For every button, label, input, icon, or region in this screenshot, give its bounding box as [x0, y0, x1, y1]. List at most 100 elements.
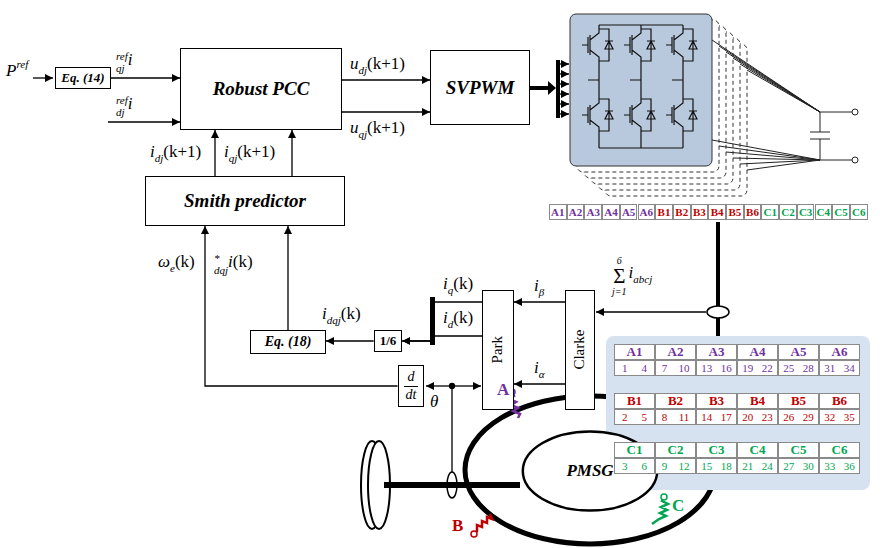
signal-label: idqj(k) [322, 304, 361, 327]
text-label: 33 [824, 460, 835, 472]
text-label: i [224, 142, 229, 161]
text-label: dqj [327, 314, 341, 326]
table-number-cell: 36 [614, 458, 655, 474]
text-label: ref [116, 95, 128, 107]
sequence-cell: C4 [815, 204, 833, 220]
node-text-wrap: Robust PCC [213, 78, 310, 100]
text-label: C4 [817, 206, 830, 218]
text-label: 24 [762, 460, 773, 472]
transform-box: Clarke [565, 290, 594, 410]
text-label: A5 [622, 206, 635, 218]
signal-label: Pref [6, 58, 28, 81]
table-header-cell: A5 [778, 344, 819, 360]
node-text-wrap: ddt [404, 369, 419, 402]
text-label: dqj [214, 265, 228, 277]
text-label: (k) [175, 252, 195, 271]
text-label: 10 [678, 362, 689, 374]
node-text-wrap: 1/6 [380, 334, 397, 349]
text-label: 7 [662, 362, 668, 374]
generator-drawing [361, 389, 715, 544]
signal-label: id(k) [443, 308, 473, 331]
controller-box: Robust PCC [180, 48, 342, 130]
text-label: 23 [762, 411, 773, 423]
node-label: PMSG [566, 461, 613, 481]
text-label: 15 [701, 460, 712, 472]
signal-label: uqj(k+1) [350, 118, 405, 141]
sequence-cell: C2 [779, 204, 797, 220]
text-label: 5 [642, 411, 648, 423]
node-text-wrap: Eq. (18) [265, 334, 312, 350]
table-header-cell: B5 [778, 393, 819, 409]
text-label: u [350, 54, 359, 73]
text-label: C2 [668, 442, 684, 458]
table-header-cell: C1 [614, 442, 655, 458]
phase-label: C [672, 496, 684, 516]
signal-connector [514, 301, 565, 302]
signal-connector [402, 336, 482, 341]
signal-connector [514, 383, 565, 384]
text-label: B1 [627, 393, 642, 409]
text-label: B3 [709, 393, 724, 409]
text-label: (k) [341, 304, 361, 323]
table-header-cell: B4 [737, 393, 778, 409]
sequence-cell: A1 [549, 204, 567, 220]
text-label: P [6, 61, 16, 80]
table-number-cell: 3336 [819, 458, 860, 474]
text-label: 30 [803, 460, 814, 472]
text-label: i [228, 252, 233, 271]
text-label: dj [359, 64, 368, 76]
signal-label: iqj(k+1) [224, 142, 275, 165]
text-label: A4 [604, 206, 617, 218]
text-label: B4 [711, 206, 724, 218]
text-label: C [672, 496, 684, 515]
signal-connector [402, 302, 482, 341]
text-label: (k) [453, 308, 473, 327]
text-label: qj [229, 152, 238, 164]
text-label: 27 [783, 460, 794, 472]
text-label: 6 [617, 256, 622, 266]
text-label: (k) [233, 252, 253, 271]
node-text-wrap: Eq. (14) [61, 71, 104, 86]
text-label: A1 [551, 206, 564, 218]
text-label: A3 [709, 344, 725, 360]
text-label: A6 [640, 206, 653, 218]
text-label: i [443, 308, 448, 327]
text-label: B4 [750, 393, 765, 409]
inverter-stack [570, 14, 858, 196]
text-label: 20 [742, 411, 753, 423]
table-header-cell: A1 [614, 344, 655, 360]
table-number-cell: 27 30 [778, 458, 819, 474]
signal-label: θ [430, 392, 438, 412]
text-label: A1 [627, 344, 643, 360]
phase-label: B [452, 516, 463, 536]
signal-connector [214, 130, 215, 176]
table-header-cell: B1 [614, 393, 655, 409]
table-header-cell: A2 [655, 344, 696, 360]
table-header-cell: A3 [696, 344, 737, 360]
text-label: A3 [587, 206, 600, 218]
text-label: e [170, 262, 175, 274]
sequence-cell: B4 [708, 204, 726, 220]
signal-label: refqji [116, 50, 133, 74]
node-label: Robust PCC [213, 78, 310, 100]
text-label: β [539, 286, 544, 298]
text-label: 1 [622, 362, 628, 374]
table-number-cell: 14 [614, 360, 655, 376]
text-label: 25 [783, 362, 794, 374]
text-label: 14 [701, 411, 712, 423]
text-label: 35 [844, 411, 855, 423]
text-label: i [128, 50, 133, 69]
text-label: 3 [622, 460, 628, 472]
text-label: (k+1) [163, 142, 201, 161]
text-label: 9 [662, 460, 668, 472]
table-number-cell: 3235 [819, 409, 860, 425]
text-label: A4 [750, 344, 766, 360]
node-label: dt [404, 387, 419, 403]
text-label: B5 [728, 206, 741, 218]
sequence-cell: B5 [726, 204, 744, 220]
text-label: A5 [791, 344, 807, 360]
sum-symbol: 6Σj=1 [612, 256, 627, 297]
text-label: α [539, 368, 545, 380]
text-label: 12 [678, 460, 689, 472]
node-label: d [404, 369, 419, 386]
